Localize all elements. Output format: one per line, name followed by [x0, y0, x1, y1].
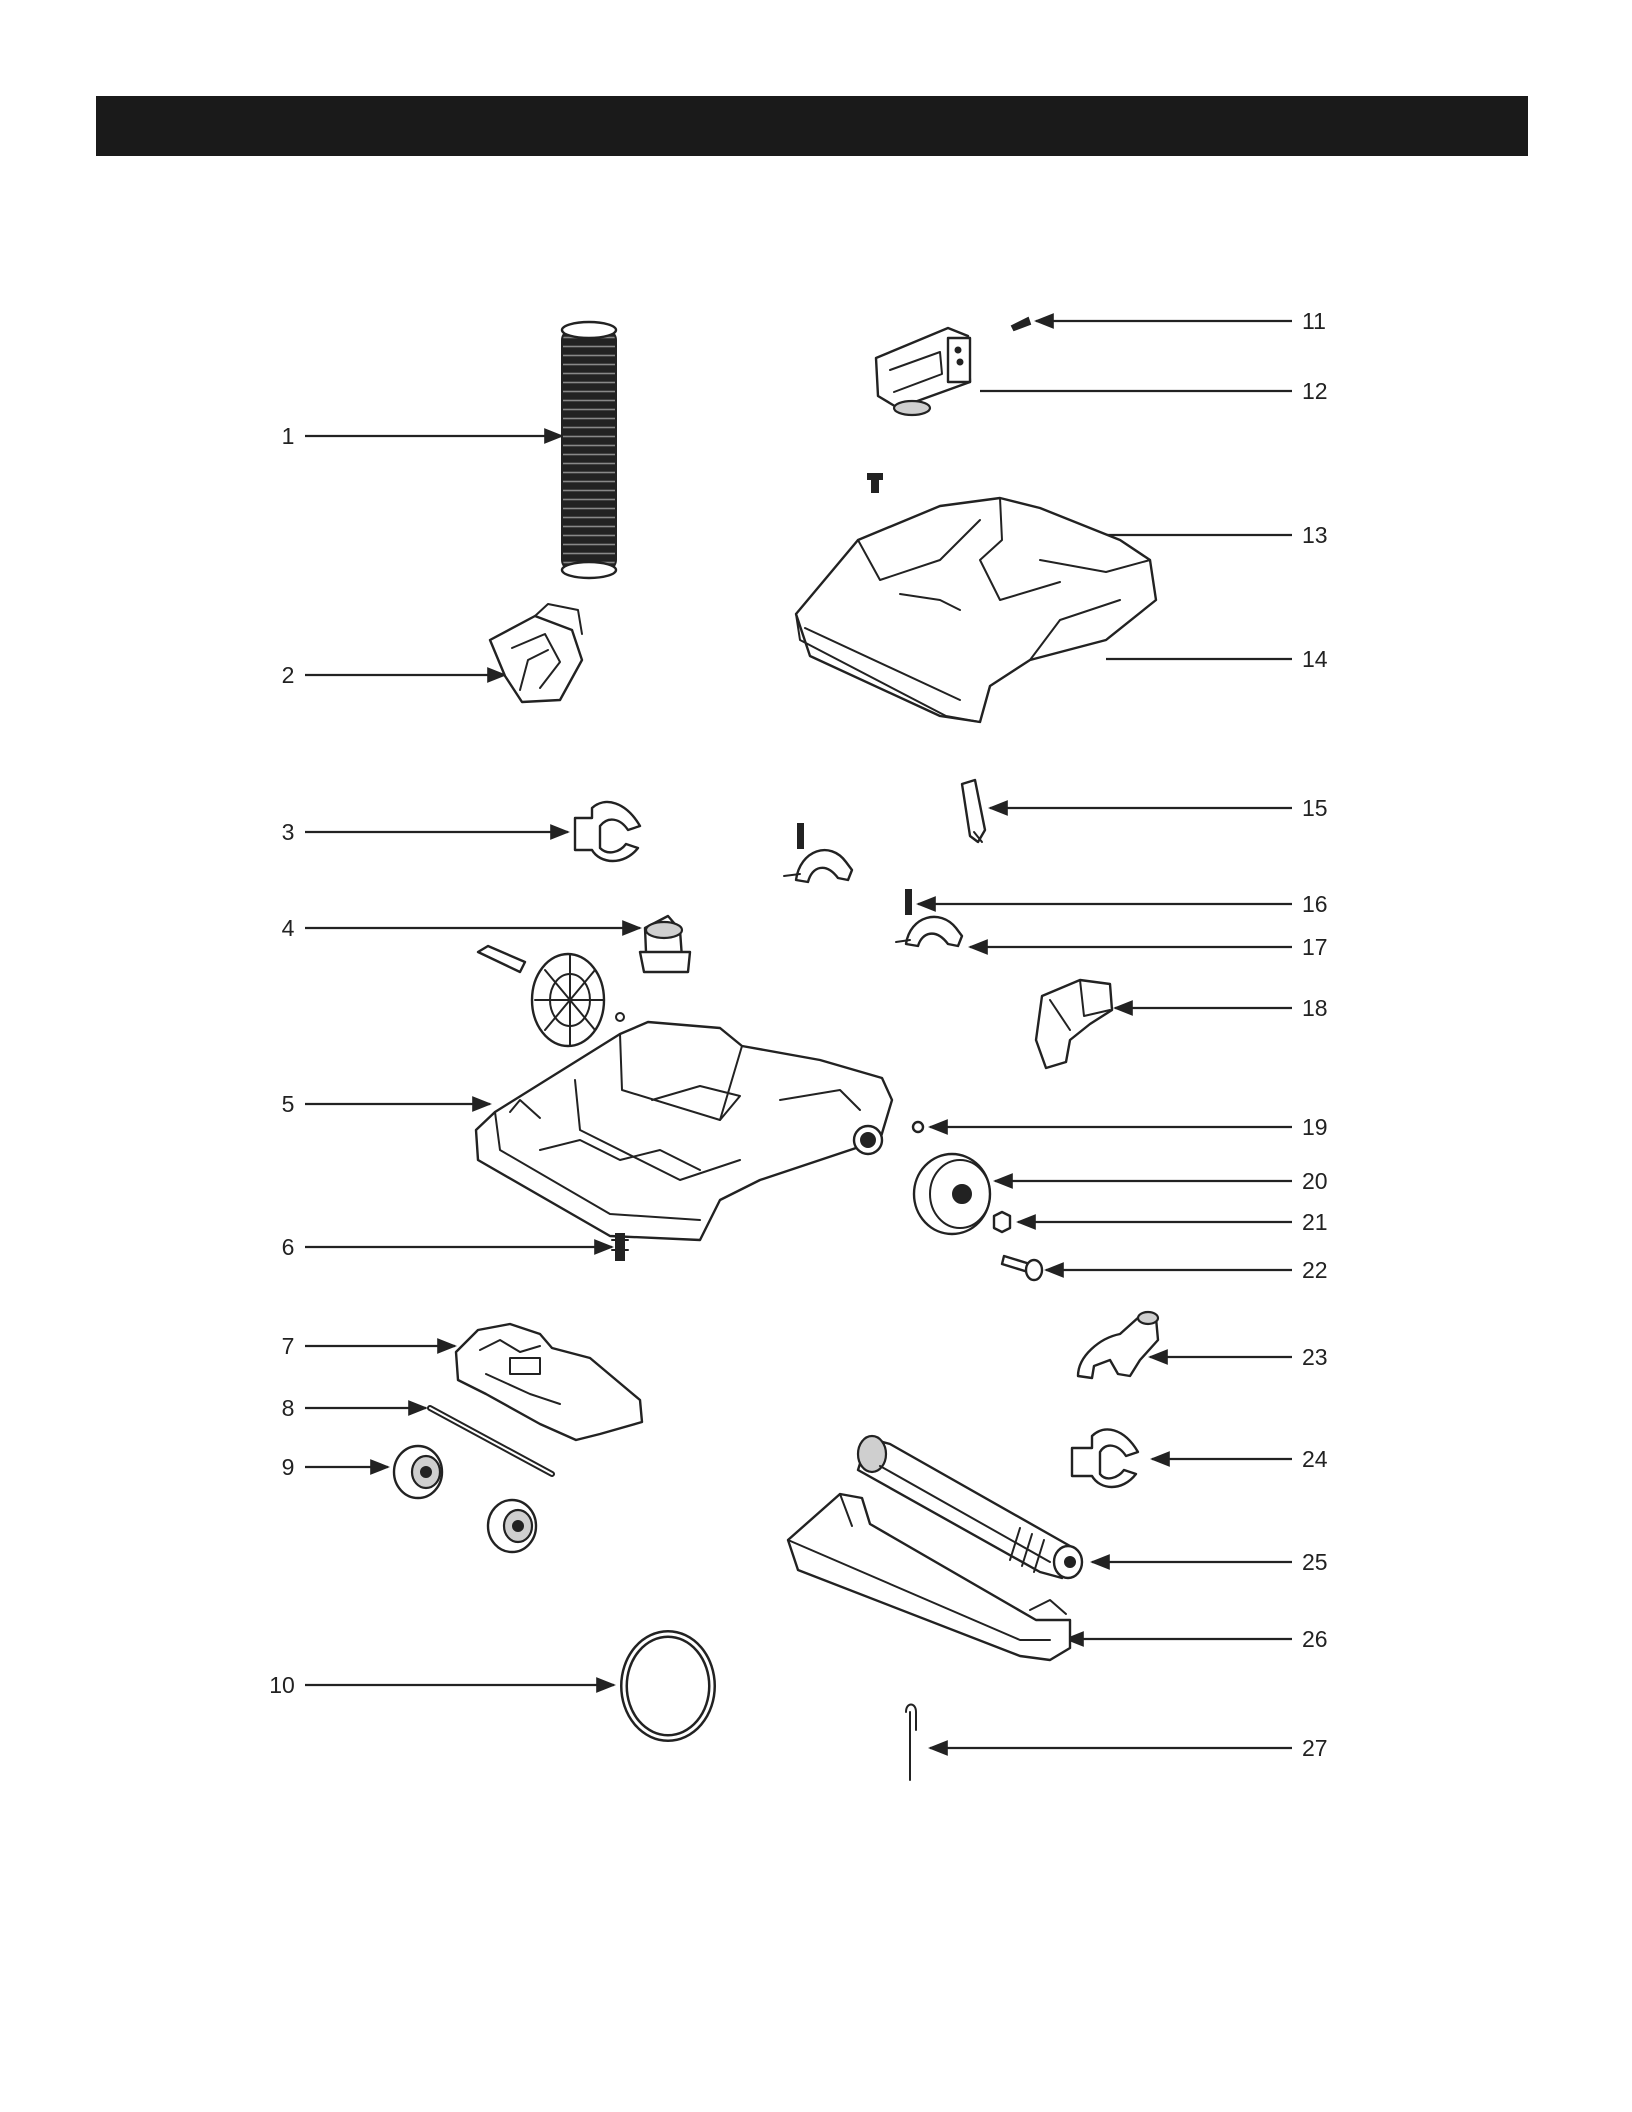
callout-label-17: 17	[1302, 934, 1328, 960]
part-15-latch	[962, 780, 985, 842]
callout-label-16: 16	[1302, 891, 1328, 917]
part-26-bumper	[788, 1494, 1070, 1660]
callout-label-1: 1	[282, 423, 295, 449]
callout-label-24: 24	[1302, 1446, 1328, 1472]
callout-label-5: 5	[282, 1091, 295, 1117]
part-9-wheels	[394, 1446, 536, 1552]
part-10-belt	[624, 1634, 712, 1738]
callout-label-8: 8	[282, 1395, 295, 1421]
part-11-screw	[1012, 318, 1030, 330]
part-6-screw	[612, 1234, 628, 1260]
callout-label-20: 20	[1302, 1168, 1328, 1194]
part-7-bottom-plate	[456, 1324, 642, 1440]
callout-label-7: 7	[282, 1333, 295, 1359]
callout-label-22: 22	[1302, 1257, 1328, 1283]
part-2-hose-adapter	[490, 604, 582, 702]
callout-label-4: 4	[282, 915, 295, 941]
part-20-wheel	[914, 1154, 990, 1234]
callout-label-13: 13	[1302, 522, 1328, 548]
callout-label-19: 19	[1302, 1114, 1328, 1140]
callout-label-11: 11	[1302, 308, 1326, 334]
callout-label-12: 12	[1302, 378, 1328, 404]
callout-label-18: 18	[1302, 995, 1328, 1021]
part-22-axle-bolt	[1002, 1256, 1042, 1280]
part-17-clip	[784, 850, 962, 946]
part-19-nut	[913, 1122, 923, 1132]
part-12-switch-housing	[876, 328, 970, 415]
callout-label-27: 27	[1302, 1735, 1328, 1761]
callout-label-14: 14	[1302, 646, 1328, 672]
callout-label-26: 26	[1302, 1626, 1328, 1652]
callout-label-10: 10	[269, 1672, 295, 1698]
part-14-hood-cover	[796, 498, 1156, 722]
callout-label-2: 2	[282, 662, 295, 688]
part-21-hub-nut	[994, 1212, 1010, 1232]
part-5-base-housing	[476, 1022, 892, 1240]
callout-label-6: 6	[282, 1234, 295, 1260]
callout-label-15: 15	[1302, 795, 1328, 821]
callout-label-9: 9	[282, 1454, 295, 1480]
callout-label-25: 25	[1302, 1549, 1328, 1575]
part-18-handle-release	[1036, 980, 1112, 1068]
part-27-pin	[906, 1705, 916, 1781]
part-3-hose-clip	[575, 802, 640, 861]
callout-label-23: 23	[1302, 1344, 1328, 1370]
part-24-clip	[1072, 1429, 1138, 1487]
callout-label-21: 21	[1302, 1209, 1328, 1235]
part-23-pivot-bracket	[1078, 1312, 1158, 1378]
callout-label-3: 3	[282, 819, 295, 845]
part-1-hose	[562, 322, 616, 578]
